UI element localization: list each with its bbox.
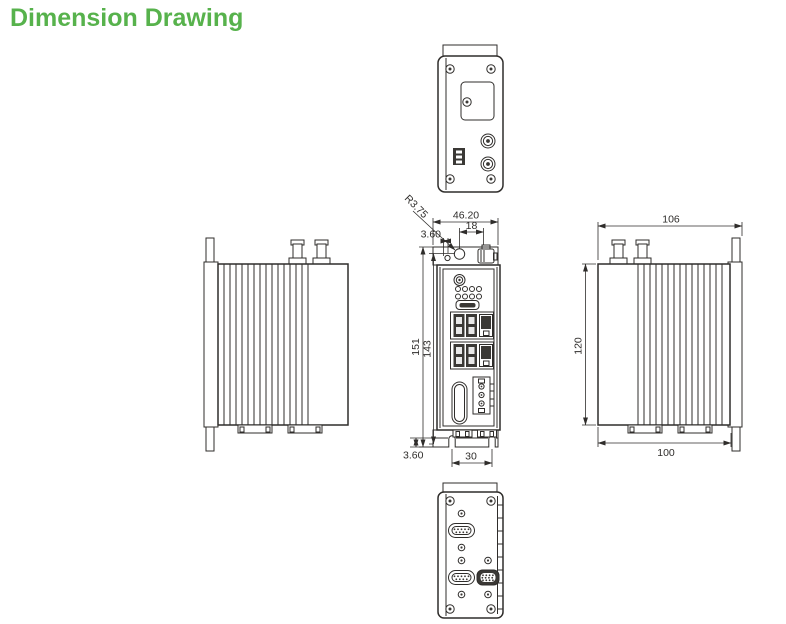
- dim-overall-depth: 106: [662, 214, 680, 226]
- ethernet-port: [479, 314, 493, 337]
- front-view: R3.75 46.20 18 3.60 151 143 3: [402, 193, 501, 467]
- usb-port: [466, 314, 477, 337]
- page-title: Dimension Drawing: [10, 4, 244, 32]
- connector-underside: [627, 424, 663, 434]
- vga-port: [476, 556, 500, 599]
- io-connector: [453, 148, 465, 165]
- dim-body-height: 120: [573, 337, 585, 355]
- small-hole: [444, 254, 451, 262]
- connector-underside: [677, 424, 713, 434]
- dim-mounting-hole-radius: R3.75: [402, 193, 430, 221]
- top-view: [437, 44, 504, 193]
- antenna-connector: [288, 239, 307, 265]
- dim-inner-height: 143: [422, 340, 434, 358]
- hdmi-port: [455, 300, 480, 310]
- front-panel-edge: [442, 482, 498, 493]
- ethernet-port: [479, 344, 493, 367]
- antenna-connector: [633, 239, 652, 265]
- sma-antenna-jack: [480, 156, 496, 172]
- antenna-connector: [312, 239, 331, 265]
- heatsink-fins: [223, 264, 309, 425]
- access-panel: [460, 81, 495, 121]
- connector-underside: [452, 429, 473, 438]
- dim-antenna-pitch: 18: [466, 220, 478, 232]
- dim-slot-pitch: 30: [465, 451, 477, 463]
- front-panel-edge: [442, 44, 498, 57]
- sma-antenna-jack: [480, 133, 496, 149]
- power-button: [453, 274, 466, 286]
- led-indicators: [455, 286, 482, 300]
- heatsink-fins: [637, 264, 723, 425]
- chassis-top: [437, 55, 504, 193]
- dim-hole-edge-offset: 3.60: [421, 229, 442, 241]
- mounting-bracket: [203, 237, 219, 452]
- right-side-view: 106 120 100: [573, 214, 743, 459]
- sim-slot: [451, 381, 468, 425]
- dim-flange-thickness: 3.60: [403, 450, 424, 462]
- usb-port: [453, 344, 465, 367]
- usb-port: [453, 314, 465, 337]
- power-terminal-block: [472, 376, 495, 415]
- dim-overall-height: 151: [410, 338, 422, 356]
- bottom-view: [437, 482, 504, 619]
- chassis-side: [597, 263, 731, 426]
- connector-underside: [237, 424, 273, 434]
- usb-lan-group: [450, 311, 494, 340]
- chassis-side: [217, 263, 349, 426]
- heatsink-fin-edge: [497, 496, 503, 614]
- antenna-connector: [609, 239, 628, 265]
- dim-top-width: 46.20: [453, 210, 479, 222]
- usb-port: [466, 344, 477, 367]
- left-side-view: [203, 237, 349, 452]
- dim-body-depth: 100: [657, 447, 675, 459]
- usb-lan-group: [450, 341, 494, 370]
- connector-underside: [477, 429, 497, 438]
- side-view-dimensions: 106 120 100: [573, 214, 743, 459]
- antenna-connector: [477, 244, 498, 264]
- chassis-bottom: [437, 491, 504, 619]
- connector-underside: [287, 424, 323, 434]
